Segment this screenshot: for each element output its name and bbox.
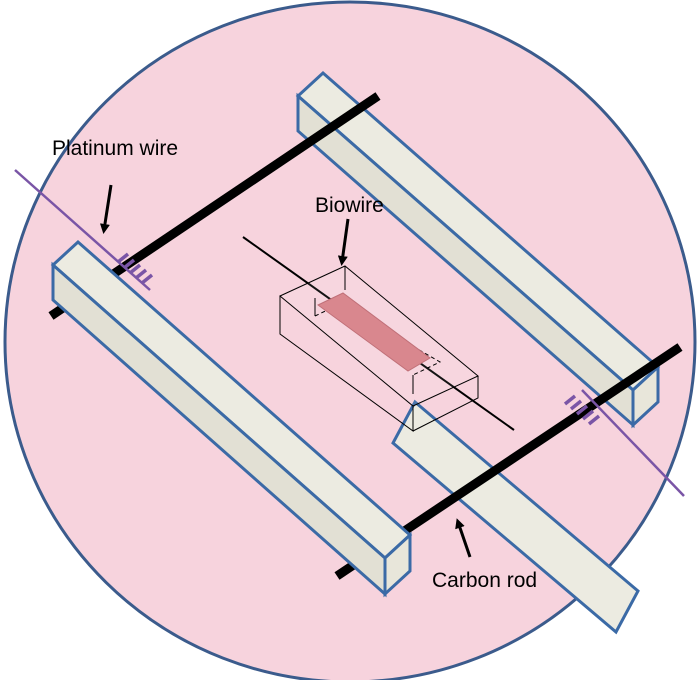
platinum-coil-right	[563, 394, 601, 426]
label-carbon-rod: Carbon rod	[432, 569, 537, 592]
platinum-coil-left	[116, 252, 154, 285]
label-platinum-wire: Platinum wire	[52, 137, 178, 160]
arrow-carbon-rod	[455, 518, 472, 558]
left-rail	[50, 239, 413, 598]
biowire-chamber	[242, 236, 515, 432]
arrow-platinum-wire	[99, 184, 113, 234]
biowire-tissue	[317, 292, 431, 372]
platinum-wire-right	[581, 389, 685, 497]
platinum-wire-left	[14, 169, 151, 291]
label-biowire: Biowire	[315, 194, 384, 217]
right-rail	[295, 70, 661, 635]
arrow-biowire	[337, 218, 350, 266]
